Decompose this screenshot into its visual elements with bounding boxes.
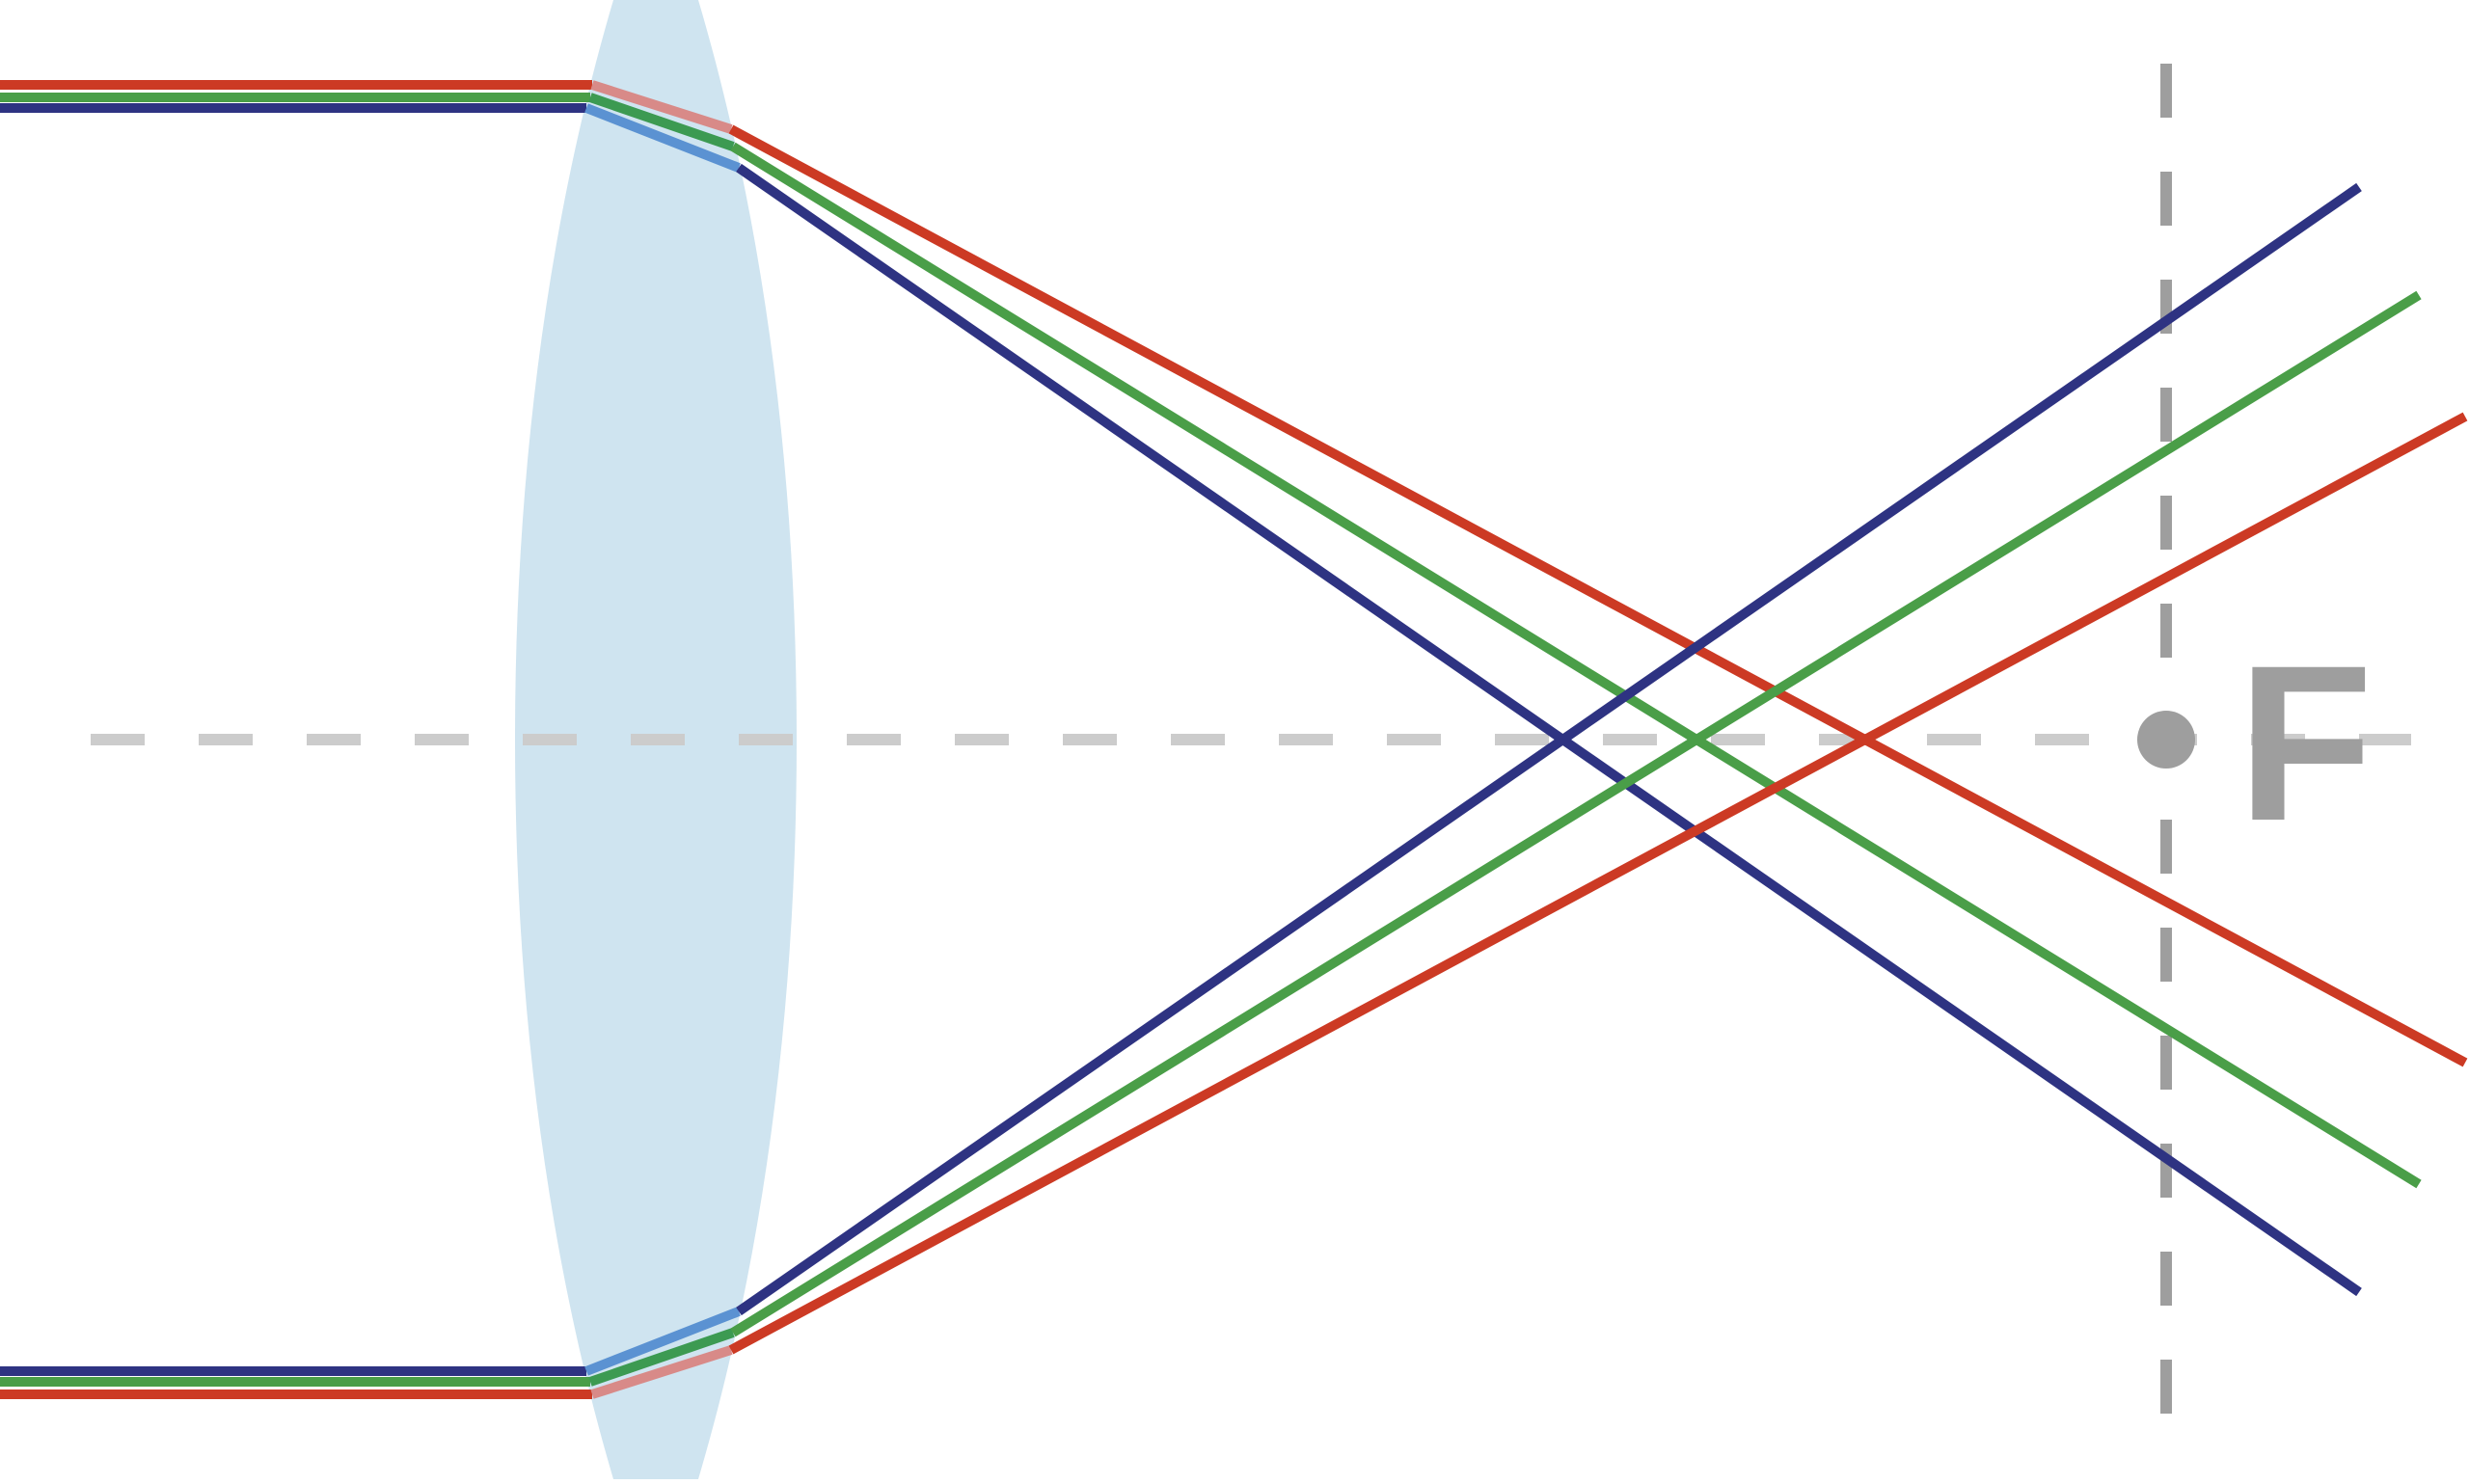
refracted-ray-blue-bottom <box>736 182 2362 1316</box>
lens-ray-blue-top <box>584 103 741 173</box>
focal-point-label: F <box>2238 619 2374 867</box>
refracted-ray-red-top <box>728 124 2468 1067</box>
lens-ray-red-top <box>590 80 733 134</box>
refracted-ray-green-top <box>730 142 2422 1189</box>
refracted-ray-green-bottom <box>730 290 2422 1337</box>
lens-ray-red-bottom <box>590 1345 733 1399</box>
refracted-ray-red-bottom <box>728 412 2468 1355</box>
refracted-ray-blue-top <box>736 163 2362 1297</box>
lens-ray-blue-bottom <box>584 1307 741 1376</box>
focal-point-dot <box>2137 711 2195 769</box>
lens-ray-green-bottom <box>588 1328 735 1387</box>
lens-ray-green-top <box>588 93 735 151</box>
